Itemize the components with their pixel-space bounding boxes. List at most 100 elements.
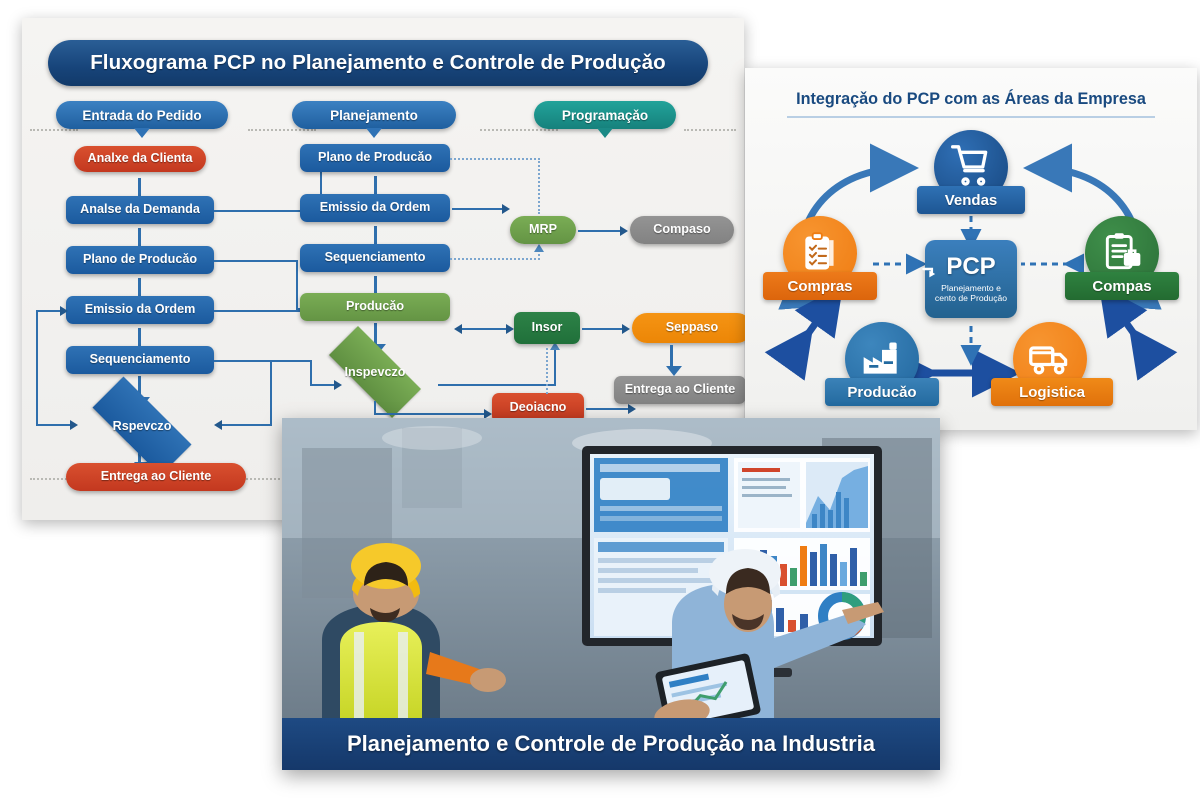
flow-node-label: Entrega ao Cliente	[624, 382, 736, 397]
flow-node-producao[interactable]: Producǎo	[300, 293, 450, 321]
factory-photo	[282, 418, 940, 718]
flow-node-label: Plano de Producǎo	[317, 150, 433, 165]
footer-dot-line	[222, 478, 312, 480]
column-header-3-label: Programaçǎo	[561, 107, 649, 123]
flow-node-label: Entrega ao Cliente	[100, 469, 212, 484]
pcp-subtitle-line1: Planejamento e	[941, 282, 1001, 293]
integration-label-compas: Compas	[1065, 272, 1179, 300]
arrow-head	[620, 226, 628, 236]
flow-node-emissio-da-ordem-col2[interactable]: Emissio da Ordem	[300, 194, 450, 222]
arrow-head	[502, 204, 510, 214]
node-label: Producǎo	[847, 383, 917, 401]
cross-link	[296, 260, 300, 308]
flow-node-label: Insor	[531, 320, 563, 335]
header-dot-line	[248, 129, 316, 131]
dotted-link	[538, 158, 540, 214]
flow-node-label: Compaso	[653, 222, 711, 237]
flow-node-label: Seppaso	[665, 320, 719, 335]
flow-node-label: Sequenciamento	[324, 250, 426, 265]
flow-node-label: Analxe da Clienta	[87, 151, 193, 166]
arrow-head	[506, 324, 514, 334]
cross-link	[374, 413, 486, 417]
cross-link	[586, 408, 630, 412]
integration-title: Integraçǎo do PCP com as Áreas da Empres…	[796, 90, 1146, 108]
cross-link	[214, 310, 300, 314]
cross-link	[452, 208, 504, 212]
node-label: Compras	[787, 277, 853, 295]
cross-link	[310, 384, 336, 388]
flow-node-plano-de-producao-col1[interactable]: Plano de Producǎo	[66, 246, 214, 274]
flow-node-seppaso[interactable]: Seppaso	[632, 313, 752, 343]
column-header-2: Planejamento	[292, 101, 456, 138]
arrow-head	[628, 404, 636, 414]
feedback-line	[36, 424, 74, 428]
header-dot-line	[30, 129, 78, 131]
flow-node-emissio-da-ordem-col1[interactable]: Emissio da Ordem	[66, 296, 214, 324]
return-line	[270, 360, 274, 426]
cross-link	[438, 384, 556, 388]
cross-link	[214, 210, 322, 214]
cross-link	[554, 348, 558, 386]
flow-node-analse-da-demanda[interactable]: Analse da Demanda	[66, 196, 214, 224]
shopping-cart-icon	[951, 145, 988, 186]
flow-node-entrega-ao-cliente-col1[interactable]: Entrega ao Cliente	[66, 463, 246, 491]
feedback-line	[36, 310, 40, 426]
flowchart-title: Fluxograma PCP no Planejamento e Control…	[48, 40, 708, 86]
dotted-link	[538, 250, 540, 260]
flow-arrow	[666, 345, 682, 376]
flow-decision-rspevczo[interactable]: Rspevczo	[74, 376, 210, 476]
flow-node-label: Emissio da Ordem	[319, 200, 431, 215]
footer-dot-line	[30, 478, 78, 480]
flow-node-compaso[interactable]: Compaso	[630, 216, 734, 244]
pcp-acronym: PCP	[946, 252, 996, 280]
feedback-line	[36, 310, 62, 314]
flowchart-card: Fluxograma PCP no Planejamento e Control…	[22, 18, 752, 520]
clipboard-checklist-icon	[805, 232, 834, 270]
arrow-head	[60, 306, 68, 316]
flow-node-sequenciamento-col1[interactable]: Sequenciamento	[66, 346, 214, 374]
photo-caption-text: Planejamento e Controle de Produçǎo na I…	[346, 731, 876, 756]
factory-icon	[863, 342, 897, 374]
column-header-2-label: Planejamento	[330, 107, 418, 123]
flow-node-label: Sequenciamento	[89, 352, 191, 367]
cross-link	[214, 360, 312, 364]
integration-label-compras: Compras	[763, 272, 877, 300]
flow-node-sequenciamento-col2[interactable]: Sequenciamento	[300, 244, 450, 272]
photo-card: Planejamento e Controle de Produçǎo na I…	[282, 418, 940, 770]
integration-center-pcp[interactable]: PCP Planejamento e cento de Produçǎo	[922, 240, 1017, 318]
bidirectional-link	[462, 328, 510, 332]
flow-node-entrega-ao-cliente-col3[interactable]: Entrega ao Cliente	[614, 376, 746, 404]
clipboard-briefcase-icon	[1105, 233, 1141, 270]
node-label: Compas	[1092, 277, 1152, 295]
column-header-1: Entrada do Pedido	[56, 101, 228, 138]
flow-node-label: MRP	[529, 222, 557, 237]
flow-node-mrp[interactable]: MRP	[510, 216, 576, 244]
flow-node-label: Deoiacno	[509, 400, 567, 415]
arrow-head	[534, 244, 544, 252]
arrow-head	[484, 409, 492, 419]
node-label: Logistica	[1019, 383, 1085, 401]
cross-link	[310, 360, 314, 386]
flow-node-label: Inspevczo	[344, 365, 406, 379]
header-dot-line	[480, 129, 558, 131]
arrow-head	[622, 324, 630, 334]
flow-decision-inspevczo[interactable]: Inspevczo	[312, 326, 438, 418]
arrow-head	[214, 420, 222, 430]
return-line	[222, 424, 272, 428]
cross-link	[582, 328, 624, 332]
arrow-head	[334, 380, 342, 390]
flow-node-label: Producǎo	[345, 299, 405, 314]
integration-label-vendas: Vendas	[917, 186, 1025, 214]
dotted-link	[546, 348, 550, 394]
column-header-1-label: Entrada do Pedido	[82, 107, 202, 123]
flow-node-analxe-da-clienta[interactable]: Analxe da Clienta	[74, 146, 206, 172]
flow-node-label: Rspevczo	[112, 419, 172, 433]
flow-node-label: Analse da Demanda	[80, 202, 200, 217]
flow-node-plano-de-producao-col2[interactable]: Plano de Producǎo	[300, 144, 450, 172]
dotted-link	[450, 158, 540, 160]
node-label: Vendas	[944, 191, 998, 209]
cross-link	[374, 401, 378, 415]
truck-icon	[1029, 346, 1068, 375]
flow-node-insor[interactable]: Insor	[514, 312, 580, 344]
